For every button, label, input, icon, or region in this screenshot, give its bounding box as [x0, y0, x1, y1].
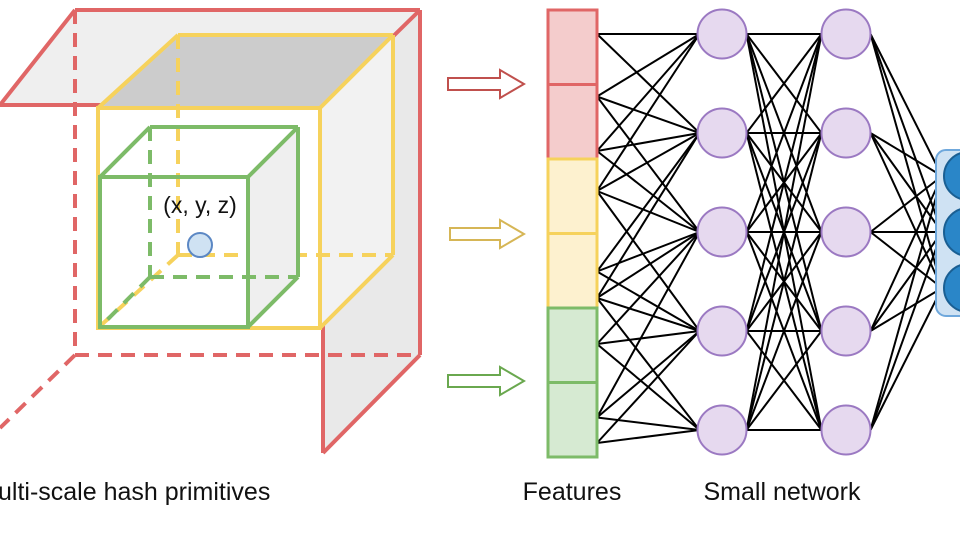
- edge-input-hidden: [596, 132, 700, 152]
- edge-hidden-output: [869, 132, 943, 177]
- feature-cell-6: [546, 381, 599, 459]
- edge-hidden-hidden: [745, 231, 823, 431]
- hidden-node-l1-n2: [696, 107, 748, 159]
- edge-input-hidden: [596, 231, 701, 299]
- hidden-node-l2-n1: [820, 8, 872, 60]
- point-label: (x, y, z): [163, 192, 237, 218]
- edge-hidden-hidden: [745, 132, 823, 431]
- feature-cell-1: [546, 8, 599, 86]
- edge-input-hidden: [596, 330, 700, 345]
- network-nodes: [696, 8, 960, 456]
- edge-hidden-hidden: [745, 33, 823, 431]
- edge-hidden-output: [869, 175, 943, 431]
- network-connections: [596, 33, 943, 444]
- edge-input-hidden: [596, 231, 701, 345]
- hidden-node-l1-n5: [696, 404, 748, 456]
- edge-input-hidden: [596, 190, 701, 332]
- hidden-node-l2-n3: [820, 206, 872, 258]
- arrow-right-icon-red: [447, 68, 526, 100]
- hidden-node-l1-n1: [696, 8, 748, 60]
- arrow-right-icon-yellow: [449, 218, 526, 250]
- network-caption: Small network: [704, 478, 861, 506]
- edge-hidden-hidden: [745, 33, 823, 233]
- middle-cube-yellow: [96, 33, 395, 330]
- edge-input-hidden: [596, 33, 701, 152]
- edge-hidden-hidden: [745, 33, 823, 134]
- edge-hidden-output: [869, 231, 943, 332]
- edge-hidden-hidden: [745, 330, 823, 431]
- edge-input-hidden: [596, 231, 700, 273]
- edge-hidden-output: [869, 231, 943, 289]
- edge-input-hidden: [596, 132, 701, 299]
- edge-hidden-output: [869, 33, 943, 289]
- hidden-node-l2-n2: [820, 107, 872, 159]
- edge-hidden-output: [869, 287, 943, 332]
- feature-cell-2: [546, 83, 599, 161]
- edge-input-hidden: [596, 33, 701, 134]
- inner-cube-right-face: [248, 127, 298, 327]
- edge-input-hidden: [596, 330, 701, 444]
- edge-input-hidden: [596, 95, 700, 134]
- edge-input-hidden: [596, 190, 700, 233]
- edge-hidden-output: [869, 287, 943, 431]
- feature-cell-5: [546, 306, 599, 384]
- hidden-node-l2-n5: [820, 404, 872, 456]
- query-point: [187, 232, 213, 258]
- hidden-node-l1-n3: [696, 206, 748, 258]
- edge-input-hidden: [596, 33, 701, 192]
- edge-input-hidden: [596, 132, 700, 192]
- hidden-node-l1-n4: [696, 305, 748, 357]
- middle-cube-top-face: [98, 35, 393, 108]
- edge-hidden-output: [869, 175, 943, 233]
- output-node-3: [943, 264, 960, 312]
- output-node-1: [943, 152, 960, 200]
- edge-hidden-output: [869, 231, 943, 431]
- edge-input-hidden: [596, 231, 701, 418]
- edge-hidden-hidden: [745, 33, 823, 332]
- edge-input-hidden: [596, 95, 701, 233]
- arrow-right-icon-green: [447, 365, 526, 397]
- cube-caption: ulti-scale hash primitives: [0, 478, 270, 506]
- edge-input-hidden: [596, 330, 701, 419]
- feature-cell-3: [546, 157, 599, 235]
- edge-hidden-output: [869, 33, 943, 177]
- feature-cell-4: [546, 232, 599, 310]
- edge-input-hidden: [596, 416, 700, 431]
- hidden-node-l2-n4: [820, 305, 872, 357]
- features-caption: Features: [523, 478, 622, 506]
- edge-input-hidden: [596, 33, 701, 98]
- output-node-2: [943, 208, 960, 256]
- edge-input-hidden: [596, 297, 701, 431]
- edge-input-hidden: [596, 270, 701, 332]
- edge-input-hidden: [596, 429, 700, 444]
- edge-hidden-output: [869, 33, 943, 233]
- edge-input-hidden: [596, 297, 700, 332]
- edge-input-hidden: [596, 132, 701, 273]
- feature-vector: [546, 8, 599, 459]
- edge-hidden-output: [869, 175, 943, 332]
- inner-cube-green: [98, 125, 300, 329]
